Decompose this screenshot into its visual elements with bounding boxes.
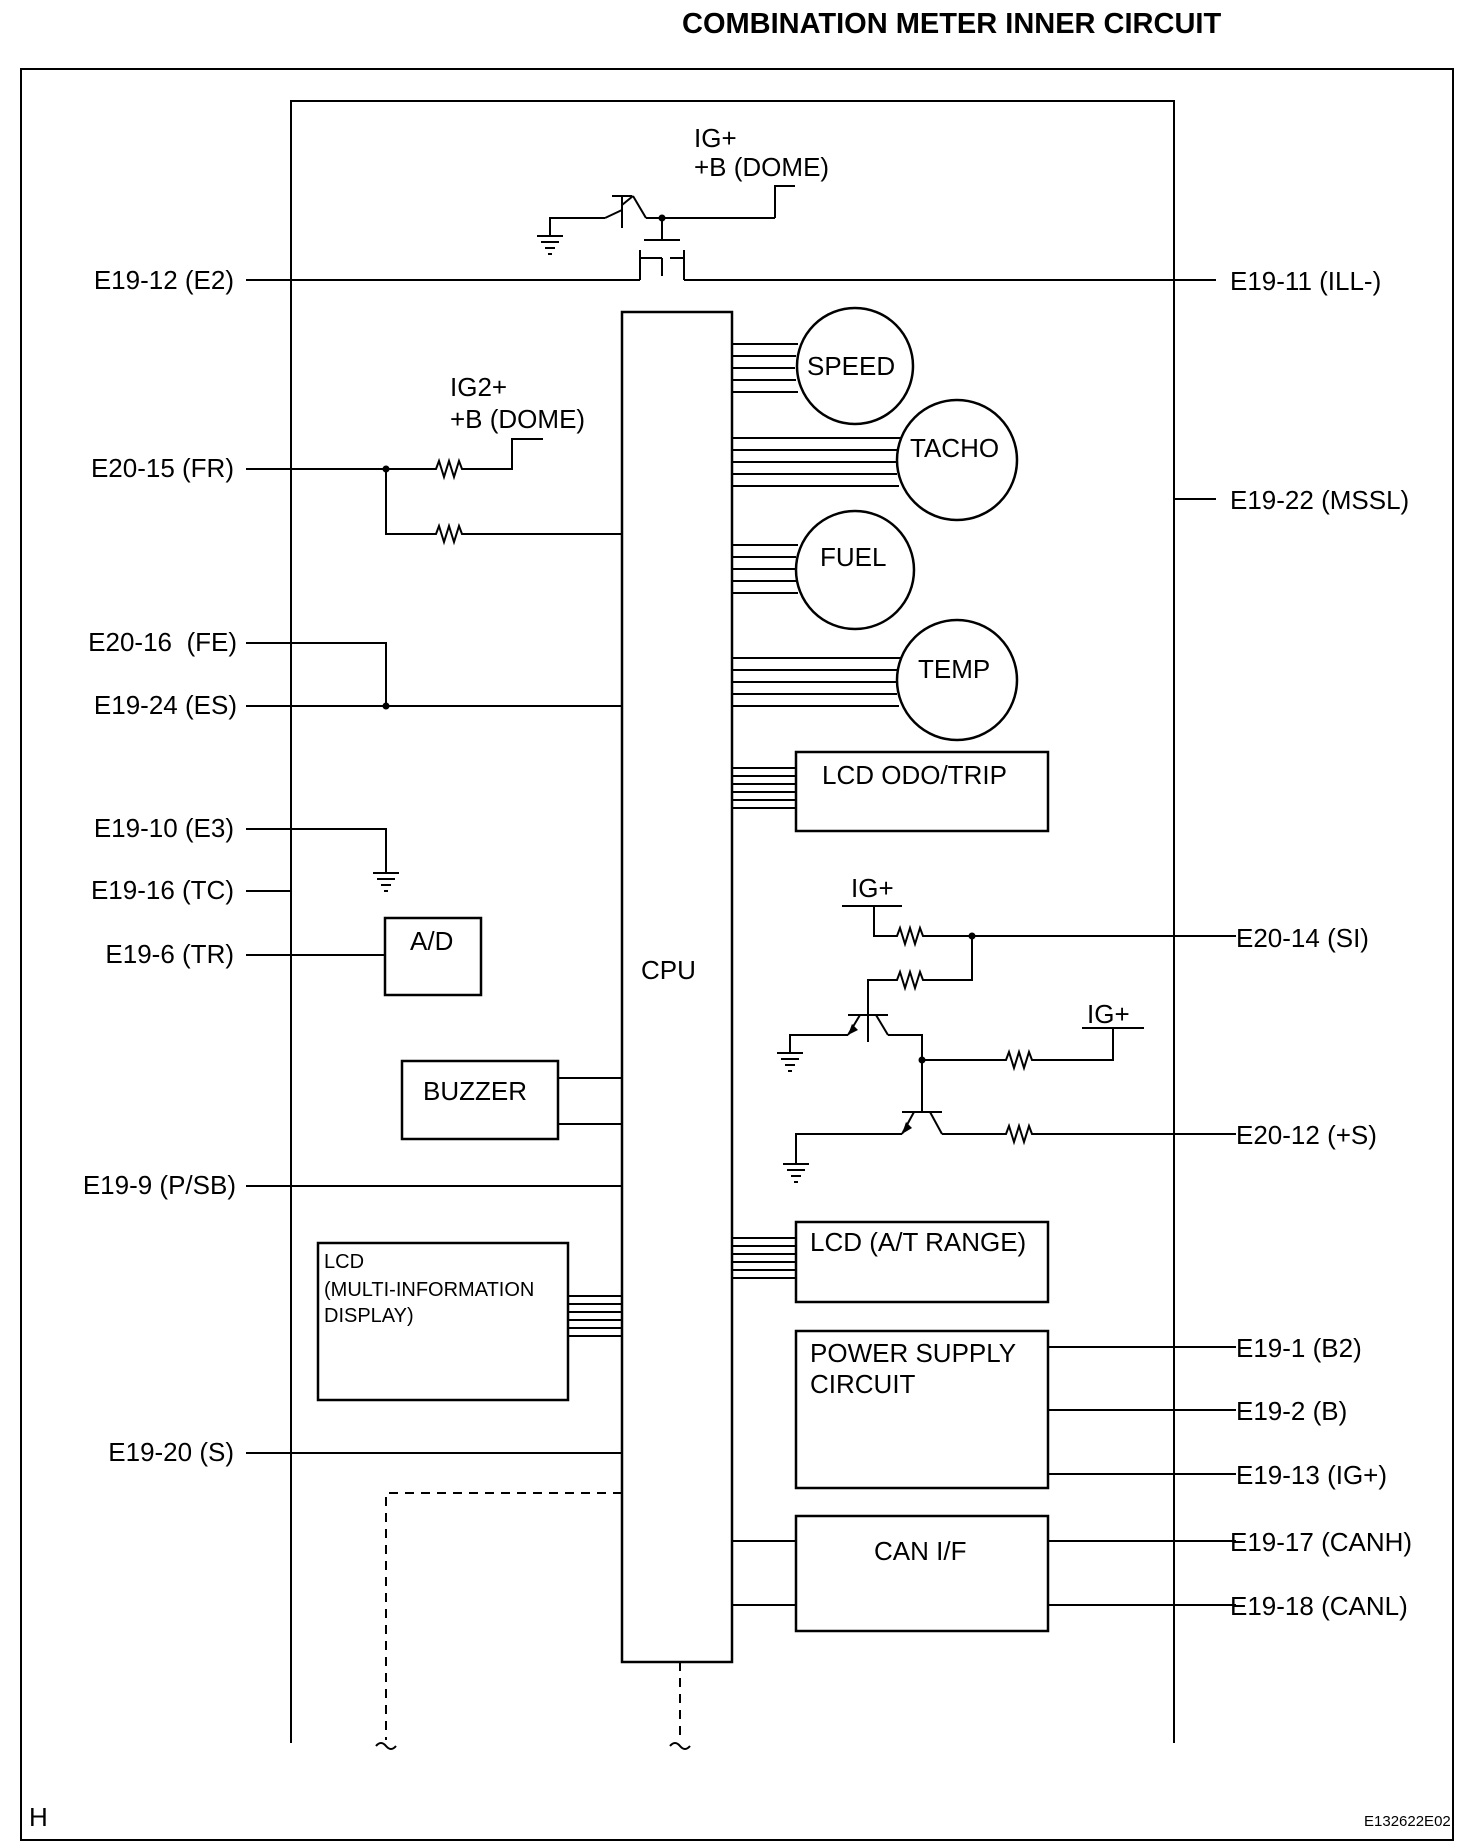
cpu-label: CPU bbox=[641, 955, 696, 985]
image-code: E132622E02 bbox=[1364, 1813, 1451, 1830]
buzzer-block bbox=[400, 1059, 560, 1141]
ad-label: A/D bbox=[410, 926, 453, 956]
lcd-at-block bbox=[794, 1220, 1050, 1304]
e3-wire bbox=[246, 828, 387, 873]
pin-e19-22: E19-22 (MSSL) bbox=[1230, 485, 1409, 515]
illumination-transistor: IG+ +B (DOME) bbox=[246, 123, 1216, 281]
temp-label: TEMP bbox=[918, 654, 990, 684]
pin-e20-16: E20-16 (FE) bbox=[88, 627, 237, 657]
can-if-block bbox=[794, 1514, 1050, 1633]
pin-e19-12: E19-12 (E2) bbox=[94, 265, 234, 295]
top-ig-label: IG+ bbox=[694, 123, 737, 153]
lcd-odo-bus bbox=[732, 767, 796, 809]
pin-e19-24: E19-24 (ES) bbox=[94, 690, 237, 720]
lcd-at-bus bbox=[732, 1237, 796, 1279]
pin-e19-9: E19-9 (P/SB) bbox=[83, 1170, 236, 1200]
buzzer-label: BUZZER bbox=[423, 1076, 527, 1106]
lcd-multi-label-3: DISPLAY) bbox=[324, 1305, 414, 1327]
fr-ig2-label: IG2+ bbox=[450, 372, 507, 402]
tacho-gauge: TACHO bbox=[732, 398, 1019, 522]
fr-circuit: IG2+ +B (DOME) bbox=[246, 372, 622, 543]
pin-e20-12: E20-12 (+S) bbox=[1236, 1120, 1377, 1150]
lcd-odo-block bbox=[794, 750, 1050, 833]
lcd-multi-label-2: (MULTI-INFORMATION bbox=[324, 1279, 534, 1301]
speed-gauge: SPEED bbox=[732, 306, 915, 426]
fuel-gauge: FUEL bbox=[732, 509, 916, 631]
outer-frame bbox=[20, 68, 1454, 1841]
pin-e19-10: E19-10 (E3) bbox=[94, 813, 234, 843]
pin-e20-14: E20-14 (SI) bbox=[1236, 923, 1369, 953]
top-dome-label: +B (DOME) bbox=[694, 152, 829, 182]
corner-label: H bbox=[29, 1802, 48, 1832]
diagram-title: COMBINATION METER INNER CIRCUIT bbox=[682, 8, 1221, 40]
lcd-odo-label: LCD ODO/TRIP bbox=[822, 760, 1007, 790]
lcd-at-label: LCD (A/T RANGE) bbox=[810, 1227, 1026, 1257]
pin-e19-11: E19-11 (ILL-) bbox=[1230, 266, 1381, 296]
pin-e19-6: E19-6 (TR) bbox=[105, 939, 234, 969]
dashed-line-left bbox=[385, 1492, 622, 1740]
fuel-label: FUEL bbox=[820, 542, 886, 572]
power-label-2: CIRCUIT bbox=[810, 1369, 916, 1399]
fr-dome-label: +B (DOME) bbox=[450, 404, 585, 434]
can-label: CAN I/F bbox=[874, 1536, 966, 1566]
cpu-block bbox=[620, 310, 734, 1664]
ad-block bbox=[383, 916, 483, 997]
temp-gauge: TEMP bbox=[732, 618, 1019, 742]
speed-label: SPEED bbox=[807, 351, 895, 381]
lcd-multi-info-block bbox=[316, 1241, 570, 1402]
si-ig-label: IG+ bbox=[851, 873, 894, 903]
pin-e19-1: E19-1 (B2) bbox=[1236, 1333, 1362, 1363]
si-network: IG+ IG+ bbox=[776, 873, 1236, 1183]
s-ig-label: IG+ bbox=[1087, 999, 1130, 1029]
lcd-multi-bus bbox=[568, 1295, 622, 1337]
pin-e19-16: E19-16 (TC) bbox=[91, 875, 234, 905]
pin-e19-17: E19-17 (CANH) bbox=[1230, 1527, 1412, 1557]
pin-e19-20: E19-20 (S) bbox=[108, 1437, 234, 1467]
lcd-multi-label-1: LCD bbox=[324, 1251, 364, 1273]
pin-e19-13: E19-13 (IG+) bbox=[1236, 1460, 1387, 1490]
pin-e19-2: E19-2 (B) bbox=[1236, 1396, 1347, 1426]
power-label-1: POWER SUPPLY bbox=[810, 1338, 1016, 1368]
fe-wire bbox=[246, 642, 387, 706]
pin-e19-18: E19-18 (CANL) bbox=[1230, 1591, 1408, 1621]
tacho-label: TACHO bbox=[910, 433, 999, 463]
pin-e20-15: E20-15 (FR) bbox=[91, 453, 234, 483]
meter-enclosure bbox=[290, 100, 1175, 1743]
